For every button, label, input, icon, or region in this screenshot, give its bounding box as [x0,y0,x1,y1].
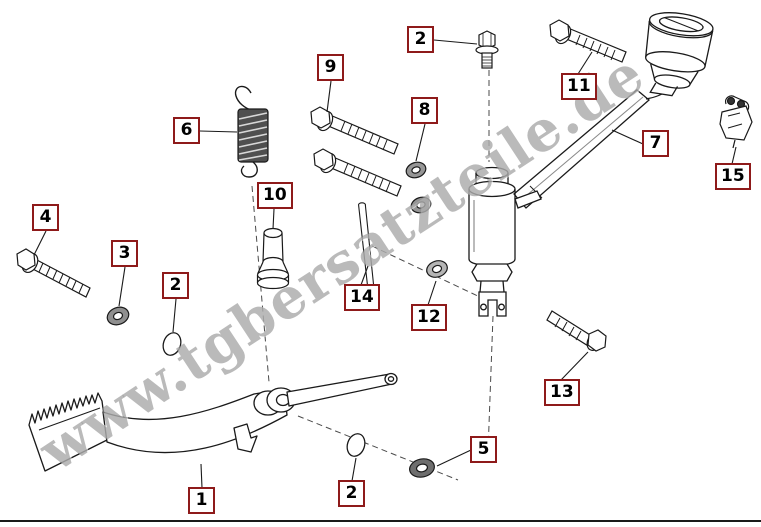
callout-12: 12 [411,304,447,331]
circlip-2-left-drawing [162,332,182,356]
callout-5: 5 [470,436,497,463]
reservoir-neck-line [645,93,663,100]
callout-14: 14 [344,284,380,311]
callout-15: 15 [715,163,751,190]
washer-8a-drawing [405,161,427,179]
reservoir-drawing [645,12,714,97]
bolt-13-drawing [546,310,607,352]
pin-drawing [357,202,375,291]
bolt-11-drawing [549,19,627,63]
master-cylinder-drawing [468,166,542,317]
bolt-9b-drawing [313,148,402,197]
push-rod-drawing [513,89,650,209]
callout-10: 10 [257,182,293,209]
spring-drawing [234,85,269,178]
callout-7: 7 [642,130,669,157]
circlip-2-bottom-drawing [346,433,366,457]
bolt-9a-drawing [310,106,399,155]
callout-3: 3 [111,240,138,267]
callout-9: 9 [317,54,344,81]
callout-6: 6 [173,117,200,144]
clip-15-drawing [719,95,753,149]
leader-lines [33,39,737,489]
washer-3-drawing [106,306,130,326]
bolt-2-top-drawing [475,30,499,69]
bottom-divider [0,520,761,522]
callout-1: 1 [188,487,215,514]
washer-8b-drawing [410,196,432,214]
seal-5-drawing [409,458,435,478]
callout-2-top: 2 [407,26,434,53]
callout-4: 4 [32,204,59,231]
boot-drawing [256,227,290,290]
callout-13: 13 [544,379,580,406]
brake-pedal-drawing [28,372,398,472]
callout-2-left: 2 [162,272,189,299]
callout-2-bottom: 2 [338,480,365,507]
bolt-4-drawing [16,248,91,298]
callout-11: 11 [561,73,597,100]
washer-12-drawing [426,260,448,278]
callout-8: 8 [411,97,438,124]
